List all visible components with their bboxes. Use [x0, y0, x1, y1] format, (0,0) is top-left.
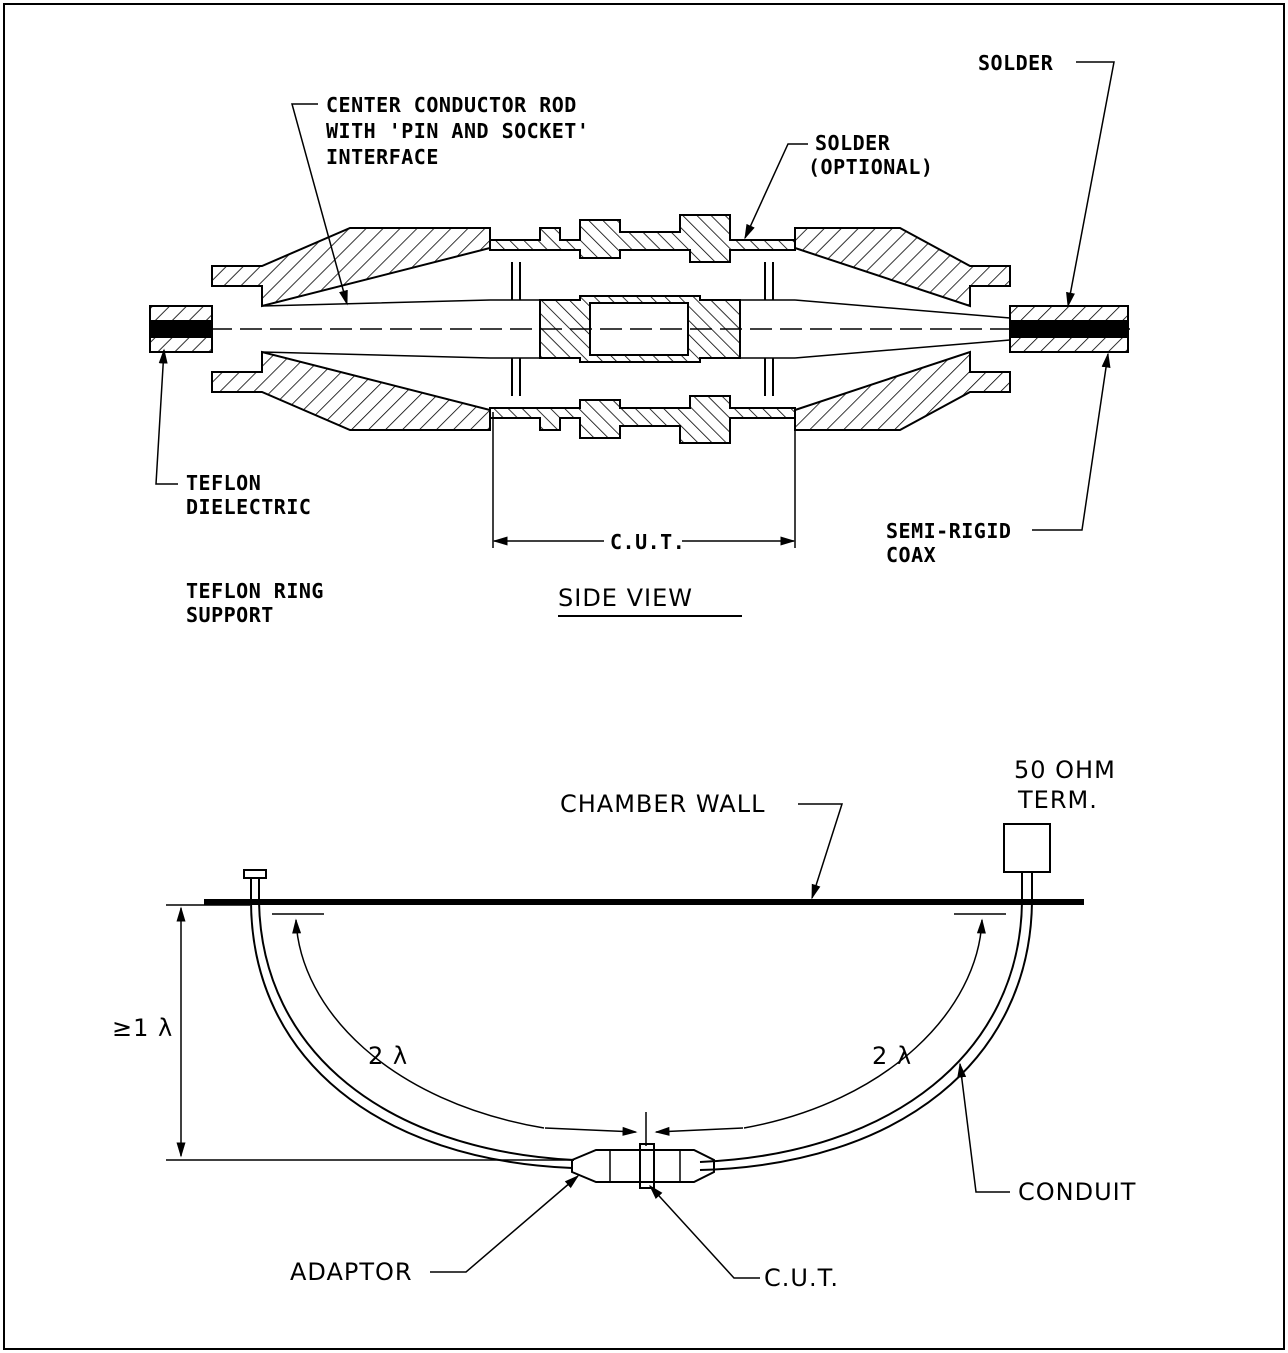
label-center-conductor: CENTER CONDUCTOR ROD — [326, 93, 577, 117]
label-semi-rigid: SEMI-RIGID — [886, 519, 1011, 543]
label-50-ohm: 50 OHM — [1014, 756, 1116, 784]
label-arc-right: 2 λ — [872, 1042, 912, 1070]
right-cone-lower — [794, 350, 1011, 431]
chamber-setup — [166, 803, 1084, 1279]
conduit-left-inner — [258, 901, 575, 1161]
right-cone-upper — [794, 227, 1011, 308]
label-solder-optional: SOLDER — [815, 131, 891, 155]
side-view-leaders — [155, 61, 1115, 548]
label-height-lambda: ≥1 λ — [112, 1014, 173, 1042]
conductor-taper-lines — [261, 299, 1011, 359]
label-center-conductor: WITH 'PIN AND SOCKET' — [326, 119, 589, 143]
cut-ring — [639, 1143, 655, 1189]
label-teflon-ring: SUPPORT — [186, 603, 274, 627]
left-cone-upper — [211, 227, 491, 308]
label-teflon-dielectric: DIELECTRIC — [186, 495, 311, 519]
termination-box — [1003, 823, 1051, 873]
adaptor — [571, 1149, 715, 1183]
label-teflon-dielectric: TEFLON — [186, 471, 261, 495]
left-feedthrough-cap — [243, 869, 267, 879]
side-view-title: SIDE VIEW — [558, 584, 693, 612]
sheet-border — [3, 3, 1285, 1350]
left-cone-lower — [211, 350, 491, 431]
upper-coupling-body — [489, 214, 796, 263]
label-adaptor: ADAPTOR — [290, 1258, 413, 1286]
label-teflon-ring: TEFLON RING — [186, 579, 324, 603]
label-arc-left: 2 λ — [368, 1042, 408, 1070]
lower-coupling-body — [489, 395, 796, 444]
label-semi-rigid: COAX — [886, 543, 936, 567]
label-cut-dimension: C.U.T. — [610, 530, 685, 554]
side-view-connector — [149, 214, 1130, 444]
label-center-conductor: INTERFACE — [326, 145, 439, 169]
conduit-right-inner — [699, 901, 1023, 1163]
label-term: TERM. — [1017, 786, 1098, 814]
label-chamber-wall: CHAMBER WALL — [560, 790, 765, 818]
label-conduit: CONDUIT — [1018, 1178, 1136, 1206]
label-solder: SOLDER — [978, 51, 1054, 75]
conduit-right-outer — [699, 901, 1033, 1171]
label-cut: C.U.T. — [764, 1264, 839, 1292]
label-solder-optional: (OPTIONAL) — [808, 155, 933, 179]
